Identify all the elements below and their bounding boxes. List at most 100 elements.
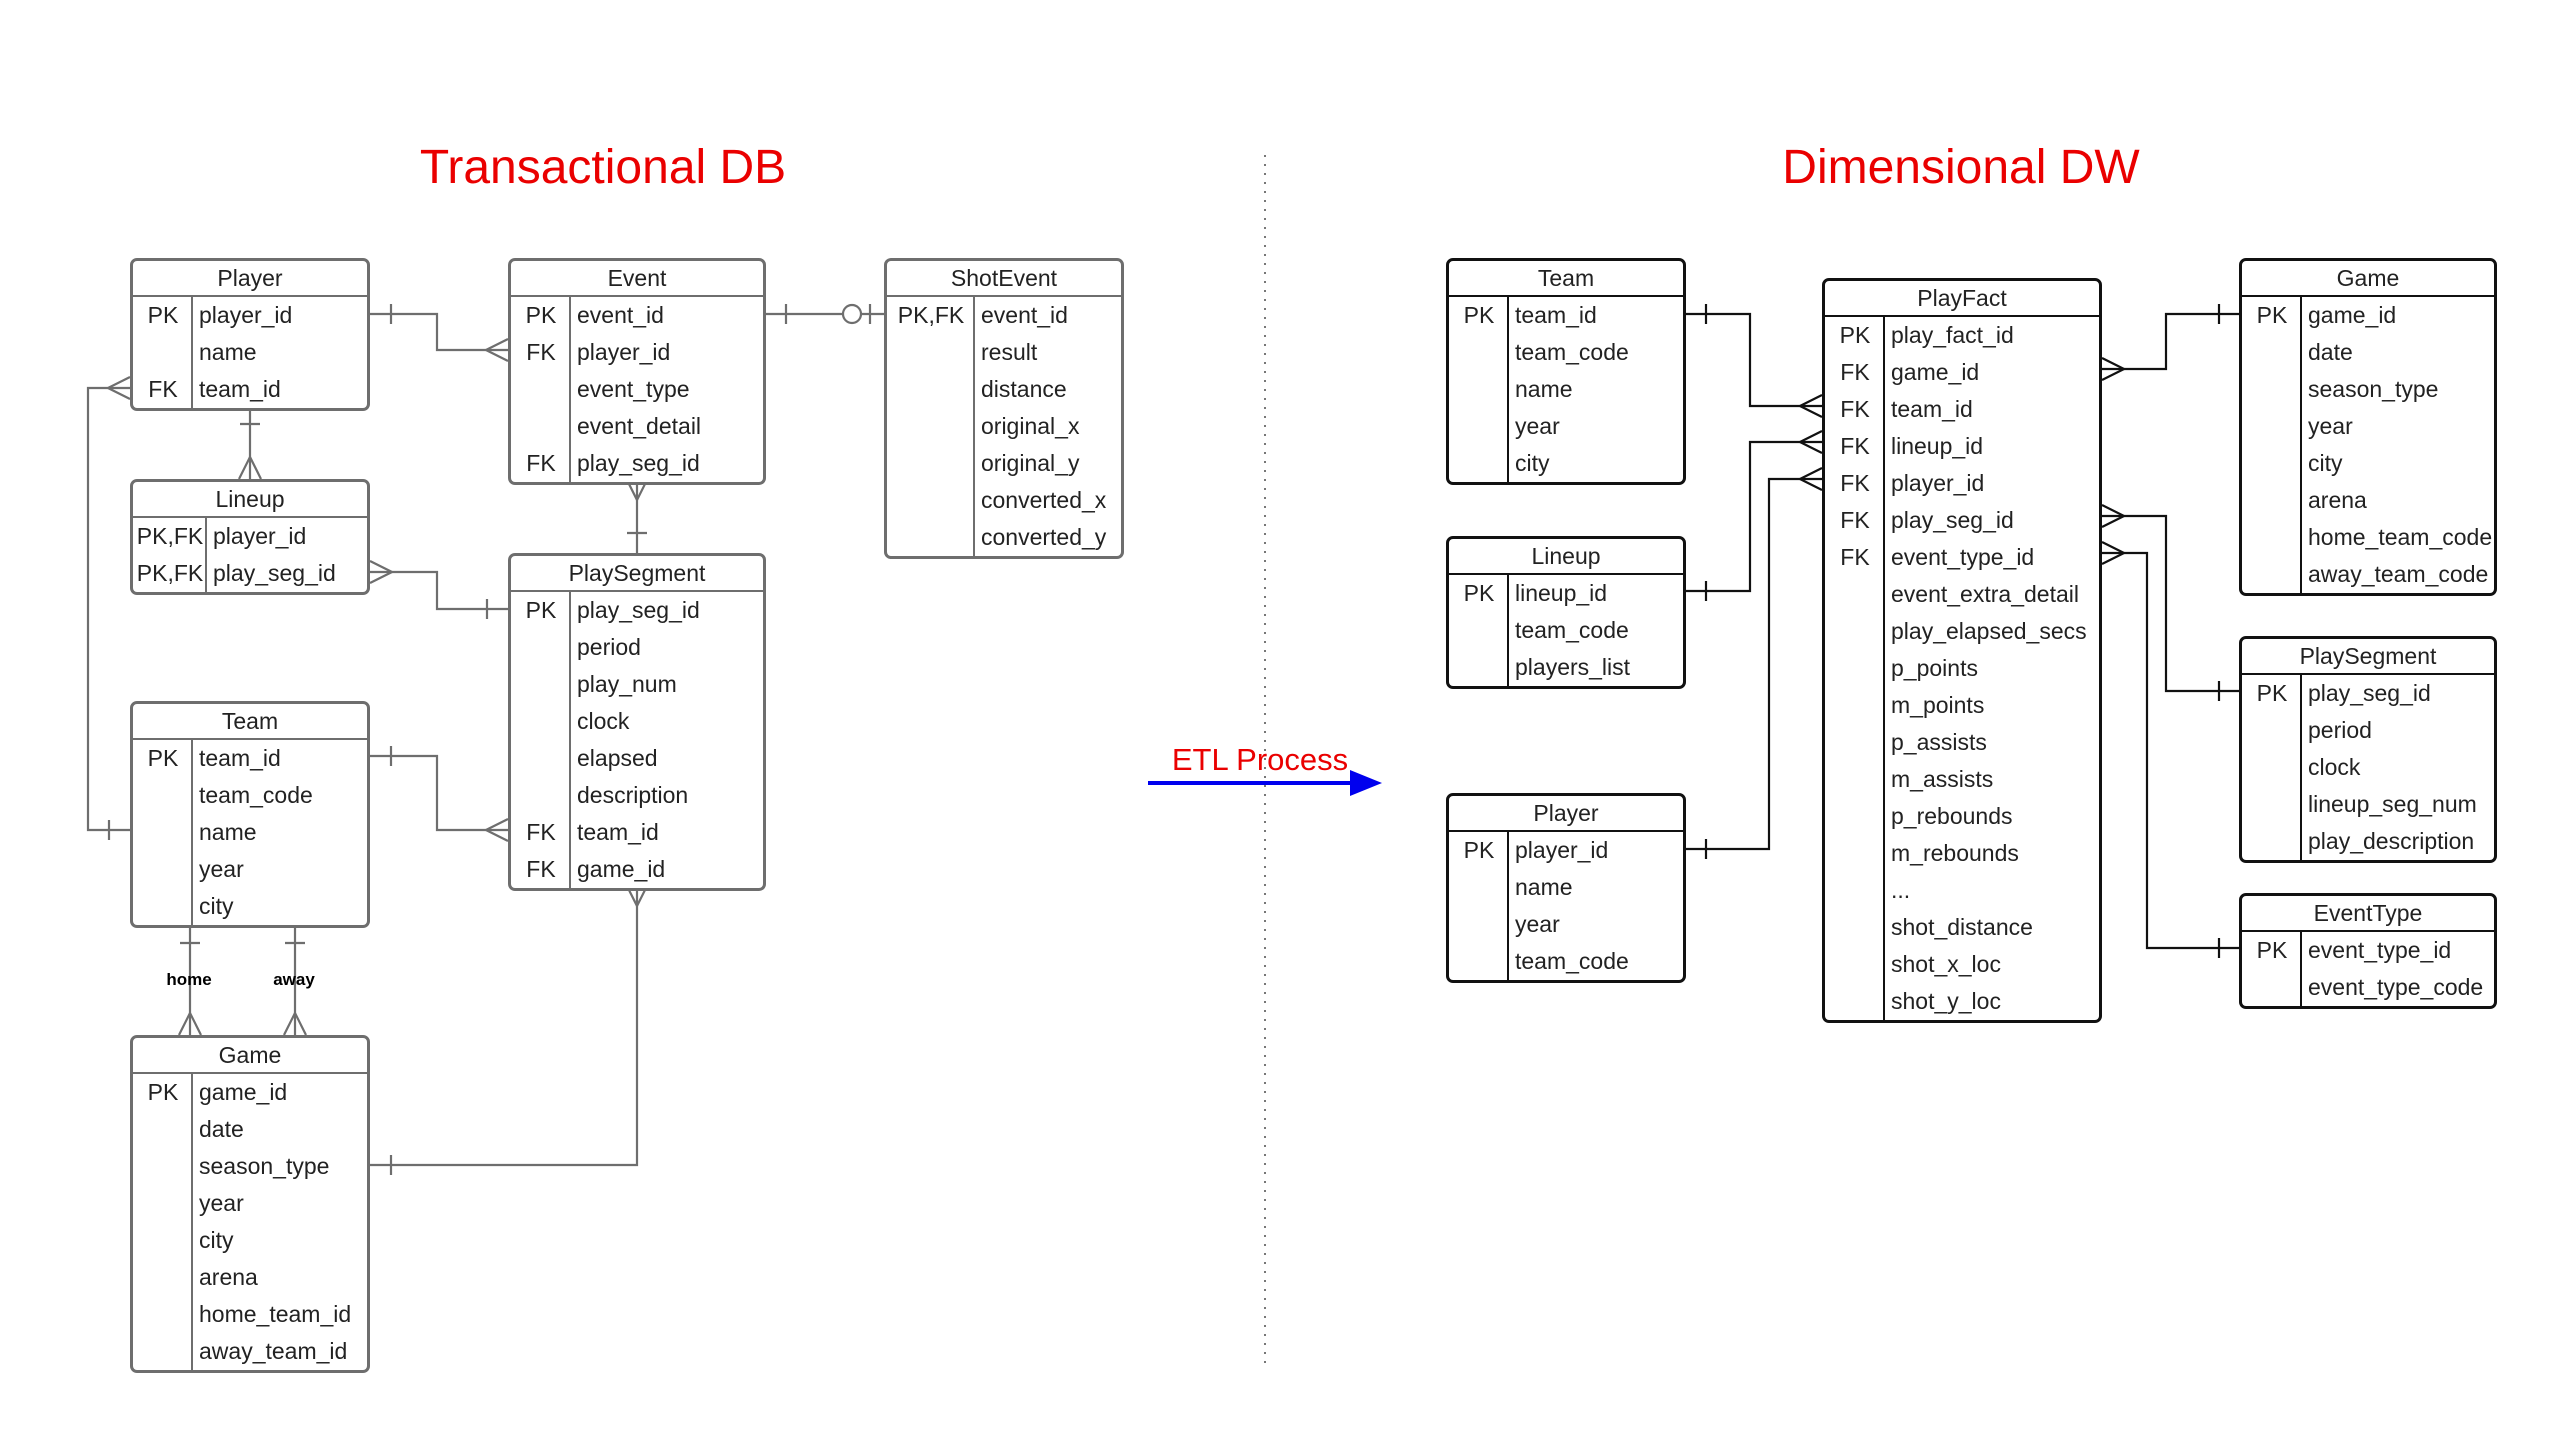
table-row: PK player_id — [1449, 832, 1683, 869]
key-marker: PK — [1463, 837, 1495, 863]
table-row: year — [2242, 408, 2494, 445]
key-column-divider — [2300, 675, 2302, 860]
field-name: player_id — [1515, 837, 1609, 863]
table-row: season_type — [133, 1148, 367, 1185]
key-column-divider — [569, 297, 571, 482]
key-column-divider — [1507, 575, 1509, 686]
key-marker: FK — [1840, 544, 1870, 570]
field-name: event_detail — [577, 413, 702, 439]
table-row: m_points — [1825, 687, 2099, 724]
table-row: FK lineup_id — [1825, 428, 2099, 465]
table-title: Player — [133, 261, 367, 297]
team-playfact-relationship — [1686, 312, 1822, 408]
table-row: m_assists — [1825, 761, 2099, 798]
many-crows-foot — [294, 1012, 307, 1036]
table-row: away_team_code — [2242, 556, 2494, 593]
table-row: event_type — [511, 371, 763, 408]
field-name: clock — [577, 708, 630, 734]
table-title: ShotEvent — [887, 261, 1121, 297]
field-name: team_id — [577, 819, 659, 845]
table-row: p_points — [1825, 650, 2099, 687]
table-row: home_team_code — [2242, 519, 2494, 556]
field-name: converted_y — [981, 524, 1107, 550]
many-crows-foot — [2101, 368, 2125, 381]
many-crows-foot — [1799, 441, 1823, 454]
field-name: city — [199, 1227, 234, 1253]
key-marker: FK — [526, 450, 556, 476]
lineup-playsegment-relationship — [370, 570, 508, 611]
field-name: city — [1515, 450, 1550, 476]
field-name: result — [981, 339, 1038, 365]
field-name: period — [577, 634, 641, 660]
field-name: player_id — [577, 339, 671, 365]
field-name: year — [1515, 911, 1560, 937]
key-marker: PK — [147, 302, 179, 328]
field-name: team_code — [1515, 339, 1629, 365]
eventtype-playfact-relationship — [2102, 551, 2239, 950]
field-name: m_points — [1891, 692, 1985, 718]
key-marker: PK — [2256, 937, 2288, 963]
key-marker: FK — [1840, 433, 1870, 459]
field-name: lineup_id — [1891, 433, 1984, 459]
field-name: season_type — [199, 1153, 330, 1179]
field-name: shot_y_loc — [1891, 988, 2001, 1014]
key-column-divider — [1507, 297, 1509, 482]
table-row: converted_x — [887, 482, 1121, 519]
key-column-divider — [191, 297, 193, 408]
many-crows-foot — [1799, 467, 1823, 480]
field-name: shot_x_loc — [1891, 951, 2001, 977]
field-name: date — [199, 1116, 244, 1142]
table-row: year — [133, 851, 367, 888]
table-row: season_type — [2242, 371, 2494, 408]
table-title: Game — [2242, 261, 2494, 297]
game-playsegment-relationship — [370, 884, 639, 1167]
etl-process-label: ETL Process — [1171, 742, 1349, 777]
field-name: ... — [1891, 877, 1911, 903]
many-crows-foot — [369, 560, 393, 573]
table-row: city — [133, 888, 367, 925]
many-crows-foot — [238, 456, 251, 480]
field-name: event_type_id — [1891, 544, 2035, 570]
table-title: Lineup — [1449, 539, 1683, 575]
key-column-divider — [1507, 832, 1509, 980]
player-team-relationship — [86, 386, 130, 832]
many-crows-foot — [249, 456, 262, 480]
many-crows-foot — [1799, 478, 1823, 491]
key-marker: FK — [1840, 507, 1870, 533]
key-marker: PK — [1839, 322, 1871, 348]
field-name: team_code — [1515, 617, 1629, 643]
field-name: original_x — [981, 413, 1080, 439]
field-name: p_rebounds — [1891, 803, 2013, 829]
zero-cardinality-circle — [841, 303, 863, 325]
key-marker: FK — [1840, 396, 1870, 422]
field-name: players_list — [1515, 654, 1631, 680]
table-row: city — [1449, 445, 1683, 482]
away-relationship-label: away — [273, 970, 315, 989]
field-name: name — [1515, 874, 1573, 900]
table-row: clock — [2242, 749, 2494, 786]
table-row: p_rebounds — [1825, 798, 2099, 835]
many-crows-foot — [369, 571, 393, 584]
many-crows-foot — [485, 349, 509, 362]
table-row: name — [133, 334, 367, 371]
field-name: distance — [981, 376, 1067, 402]
table-title: Lineup — [133, 482, 367, 518]
field-name: away_team_code — [2308, 561, 2489, 587]
field-name: play_seg_id — [2308, 680, 2431, 706]
